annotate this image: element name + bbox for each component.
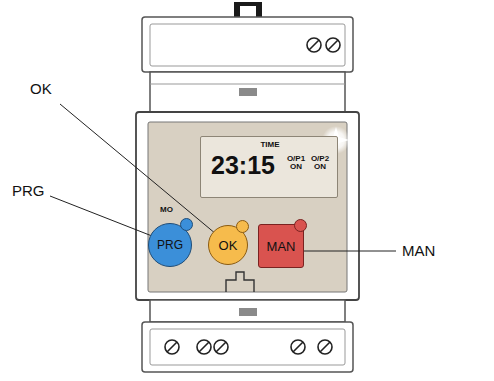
- upper-marker: [239, 88, 257, 96]
- callout-label: OK: [30, 80, 52, 97]
- button-bump: [294, 219, 307, 232]
- button-label: PRG: [157, 238, 183, 252]
- prg-button: PRG: [148, 223, 192, 267]
- top-terminal-inner: [150, 24, 345, 66]
- rail-clip: [234, 2, 262, 18]
- prg-leader: [50, 196, 152, 236]
- output-status: O/P1 ON: [285, 155, 307, 172]
- display-label: TIME: [260, 141, 279, 149]
- callout-label: PRG: [12, 182, 45, 199]
- ok-button: OK: [208, 225, 248, 265]
- bottom-terminal-block: [142, 322, 353, 372]
- man-button: MAN: [258, 224, 304, 268]
- day-indicator: MO: [160, 205, 173, 214]
- front-frame: [136, 112, 359, 300]
- bottom-screws: [165, 340, 332, 354]
- bottom-terminal-inner: [150, 329, 345, 365]
- button-label: MAN: [267, 239, 296, 254]
- time-digits: 23:15: [211, 152, 275, 178]
- button-bump: [236, 220, 249, 233]
- button-label: OK: [219, 238, 238, 253]
- ok-leader: [60, 104, 216, 234]
- button-bump: [180, 218, 193, 231]
- top-terminal-block: [142, 17, 353, 72]
- rail-clip-slot: [240, 6, 256, 18]
- callout-label: MAN: [402, 242, 435, 259]
- lcd-display: TIME 23:15 O/P1 ONO/P2 ON: [200, 136, 338, 198]
- front-panel: [148, 122, 347, 292]
- output-status: O/P2 ON: [309, 155, 331, 172]
- upper-neck: [150, 72, 345, 112]
- lower-neck: [150, 300, 345, 322]
- seal-bracket: [226, 272, 254, 292]
- man-leader: [300, 251, 396, 252]
- top-screws: [307, 38, 340, 52]
- lower-marker: [239, 308, 257, 316]
